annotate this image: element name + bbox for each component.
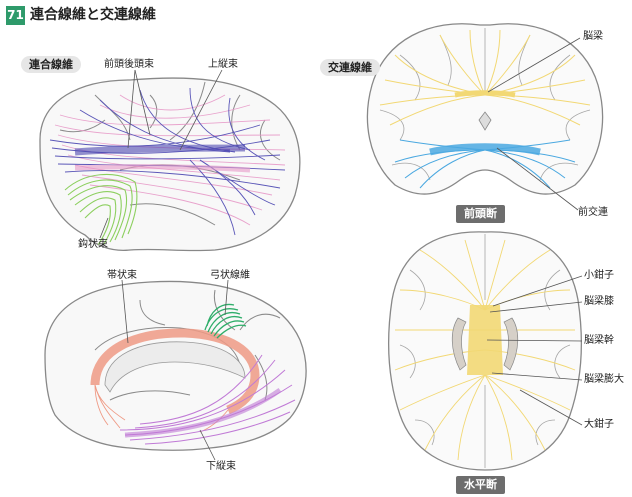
label-frontooccipital-fasciculus: 前頭後頭束 — [104, 59, 154, 70]
label-splenium: 脳梁膨大 — [584, 374, 624, 385]
label-superior-longitudinal-fasciculus: 上縦束 — [208, 59, 238, 70]
association-fibers-tag: 連合線維 — [21, 56, 81, 73]
horizontal-leader-lines — [486, 275, 583, 426]
coronal-section — [366, 23, 604, 195]
commissural-fibers-tag: 交連線維 — [320, 59, 380, 76]
horizontal-section-caption: 水平断 — [456, 476, 505, 494]
label-arcuate-fibers: 弓状線維 — [210, 270, 250, 281]
figure-number-badge: 71 — [6, 6, 25, 25]
label-inferior-longitudinal-fasciculus: 下縦束 — [206, 461, 236, 472]
medial-leader-lines — [121, 279, 229, 461]
label-trunk: 脳梁幹 — [584, 335, 614, 346]
label-forceps-minor: 小鉗子 — [584, 270, 614, 281]
label-cingulum: 帯状束 — [107, 270, 137, 281]
horizontal-section — [388, 231, 582, 471]
label-genu: 脳梁膝 — [584, 296, 614, 307]
coronal-section-caption: 前頭断 — [456, 205, 505, 223]
coronal-leader-lines — [487, 37, 581, 211]
figure-title: 連合線維と交連線維 — [30, 7, 156, 23]
label-forceps-major: 大鉗子 — [584, 419, 614, 430]
lateral-brain-view — [39, 77, 301, 252]
medial-brain-view — [44, 280, 307, 451]
label-uncinate-fasciculus: 鈎状束 — [78, 239, 108, 250]
label-anterior-commissure: 前交連 — [578, 207, 608, 218]
lateral-leader-lines — [99, 69, 223, 239]
label-corpus-callosum: 脳梁 — [583, 31, 603, 42]
